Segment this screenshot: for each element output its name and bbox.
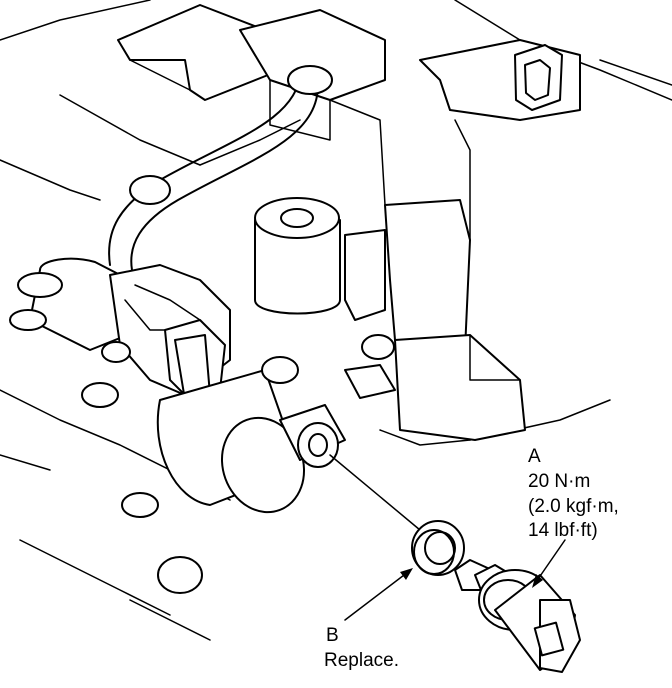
bolt-bosses [81, 175, 395, 594]
step-bracket [344, 229, 396, 399]
solenoid [156, 369, 306, 514]
pressure-switch [454, 559, 581, 673]
callout-b-letter: B [326, 625, 339, 646]
callout-b-leader [344, 568, 413, 621]
upper-bracket [117, 4, 386, 141]
callout-a-letter: A [528, 446, 541, 467]
torque-kgf-label: (2.0 kgf·m, [528, 496, 619, 517]
sealing-washer [411, 520, 465, 576]
torque-nm-label: 20 N·m [528, 471, 591, 492]
center-boss [254, 197, 341, 315]
callout-a-leader [532, 539, 566, 588]
replace-note: Replace. [324, 650, 399, 671]
mount-arm [329, 39, 581, 441]
sensor-port [279, 404, 346, 468]
wire-harness [108, 65, 333, 271]
torque-lbf-label: 14 lbf·ft) [528, 520, 598, 541]
connector-block [109, 264, 231, 401]
install-centerline [329, 454, 421, 531]
